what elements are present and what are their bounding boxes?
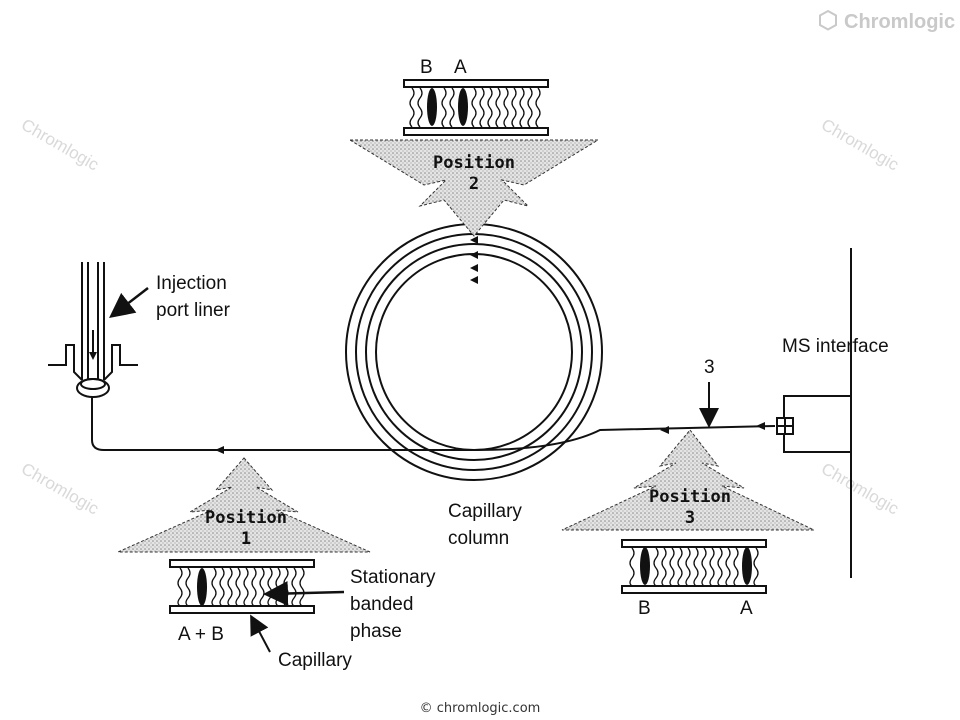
band-label-a-right: A (740, 598, 753, 619)
coil-arrows (470, 236, 478, 284)
position-2-title: Position (433, 153, 515, 173)
down-arrow-icon (89, 352, 97, 360)
hexagon-logo-icon (819, 9, 837, 31)
position-2-number: 2 (469, 174, 479, 194)
position-1-arrow-shape (117, 457, 371, 553)
watermark-text: Chromlogic (818, 459, 902, 519)
stationary-phase-arrow (263, 580, 345, 606)
band-label-b-top: B (420, 57, 433, 78)
capillary-arrow (250, 614, 271, 653)
capillary-segment-left (169, 559, 315, 614)
position-1-group: Position 1 (117, 457, 371, 553)
ms-interface-label: MS interface (782, 336, 889, 357)
ms-interface (776, 248, 852, 578)
stationary-label-line3: phase (350, 621, 402, 642)
position-2-arrow-shape (348, 139, 600, 237)
watermark-text: Chromlogic (18, 115, 102, 175)
position-3-arrow-shape (561, 429, 815, 531)
band-label-a-top: A (454, 57, 467, 78)
capillary-segment-top (403, 79, 549, 136)
flow-line (91, 388, 776, 451)
band-label-ab: A + B (178, 624, 224, 645)
band-b-top (427, 88, 437, 126)
watermark-text: Chromlogic (18, 459, 102, 519)
flow-arrow (215, 446, 224, 454)
column-label-line1: Capillary (448, 501, 522, 522)
flow-arrow (660, 426, 669, 434)
band-label-b-right: B (638, 598, 651, 619)
position-3-number: 3 (685, 508, 695, 528)
marker-3-label: 3 (704, 357, 715, 378)
copyright-text: © chromlogic.com (420, 701, 541, 716)
position-3-title: Position (649, 487, 731, 507)
band-b-right (640, 547, 650, 585)
stationary-label-line2: banded (350, 594, 413, 615)
injection-label-line1: Injection (156, 273, 227, 294)
band-a-right (742, 547, 752, 585)
watermark-text: Chromlogic (818, 115, 902, 175)
position-1-number: 1 (241, 529, 251, 549)
brand-name: Chromlogic (844, 11, 955, 33)
injection-label-line2: port liner (156, 300, 231, 321)
capillary-segment-right (621, 539, 767, 594)
position-1-title: Position (205, 508, 287, 528)
injection-port-liner (48, 262, 138, 398)
band-a-top (458, 88, 468, 126)
column-label-line2: column (448, 528, 509, 549)
pointer-arrow (109, 287, 149, 319)
position-2-group: Position 2 (348, 139, 600, 237)
flow-arrow (756, 422, 765, 430)
stationary-label-line1: Stationary (350, 567, 436, 588)
band-ab (197, 568, 207, 606)
position-3-group: Position 3 (561, 429, 815, 531)
brand-logo: Chromlogic (819, 9, 955, 33)
capillary-label: Capillary (278, 650, 352, 671)
